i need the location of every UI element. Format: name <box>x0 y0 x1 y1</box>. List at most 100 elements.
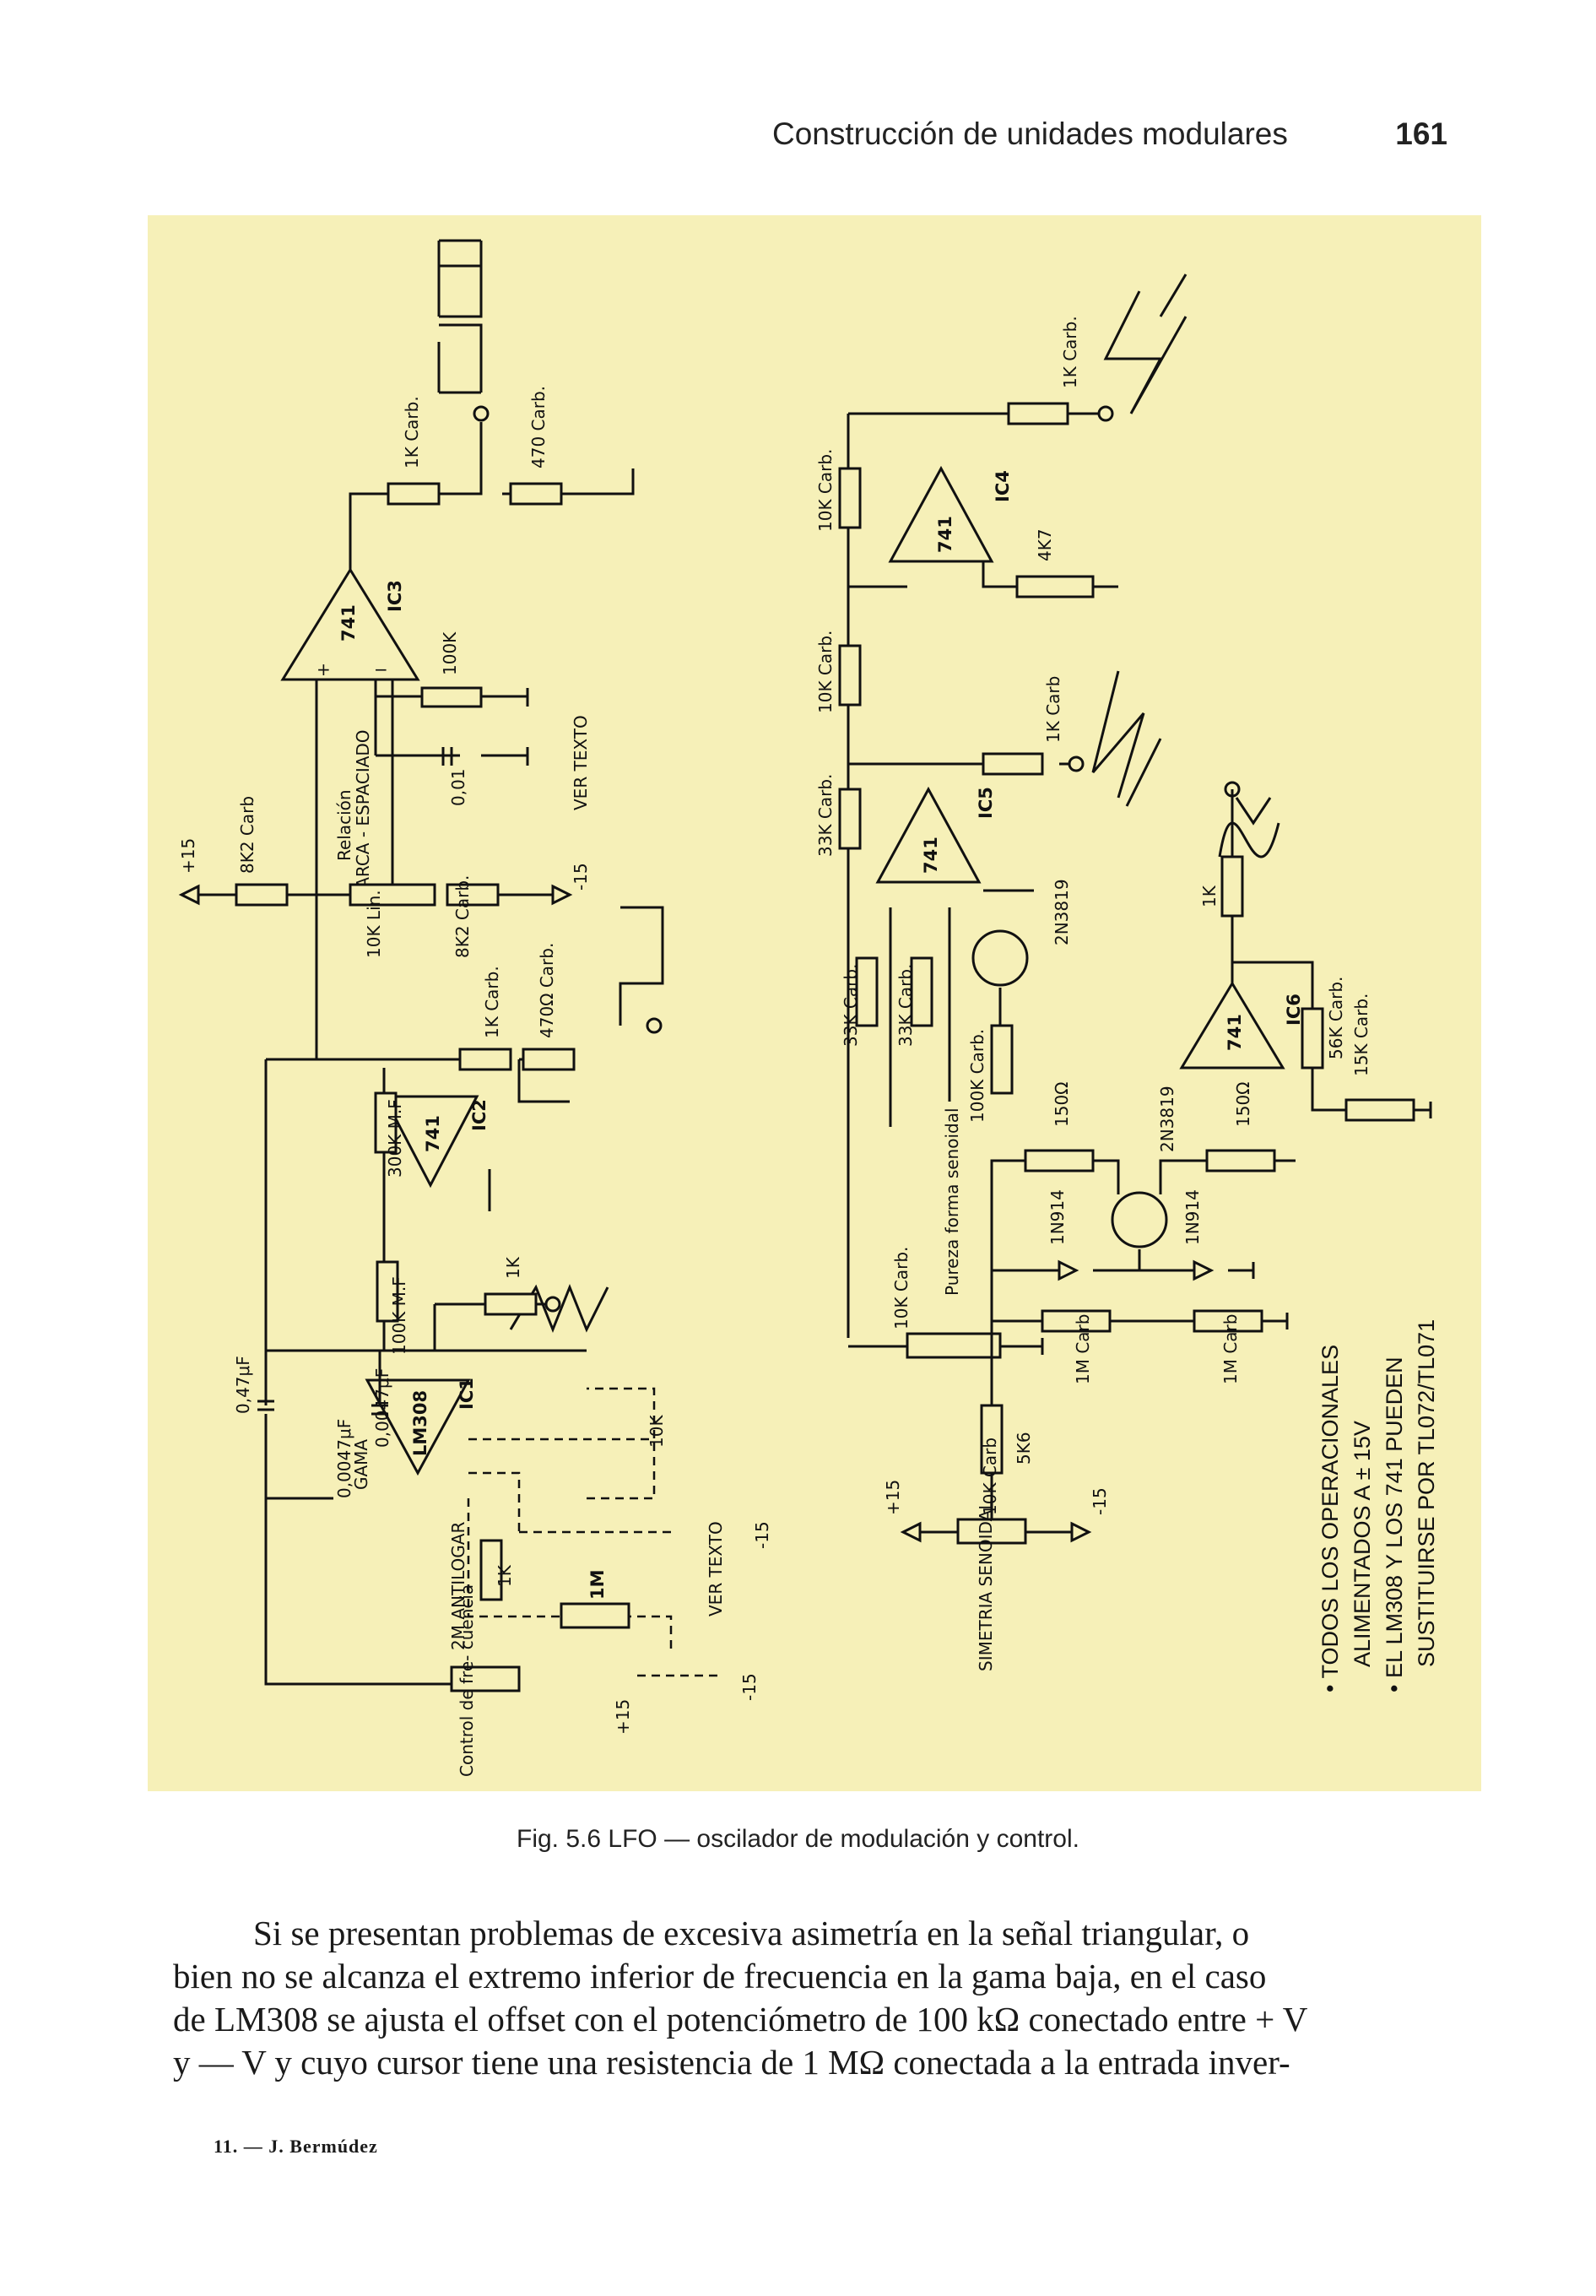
svg-text:VER TEXTO: VER TEXTO <box>706 1521 726 1616</box>
svg-text:470Ω Carb.: 470Ω Carb. <box>537 943 557 1038</box>
svg-text:150Ω: 150Ω <box>1233 1082 1253 1127</box>
svg-text:-15: -15 <box>1090 1487 1110 1515</box>
r-100k-carb <box>990 1024 1014 1095</box>
svg-text:100K M.F: 100K M.F <box>389 1276 409 1355</box>
svg-text:741: 741 <box>921 837 941 874</box>
svg-text:2N3819: 2N3819 <box>1052 879 1072 945</box>
svg-text:SIMETRIA SENOIDAL: SIMETRIA SENOIDAL <box>976 1500 996 1671</box>
r-10k-ic4 <box>838 467 862 529</box>
square-output-terminal <box>473 405 490 422</box>
svg-text:10K Carb: 10K Carb <box>980 1438 1000 1515</box>
svg-text:15K Carb.: 15K Carb. <box>1351 994 1371 1076</box>
body-line: bien no se alcanza el extremo inferior d… <box>173 1957 1267 1995</box>
pot-2m-antilog <box>450 1665 521 1692</box>
svg-text:300K M.F: 300K M.F <box>385 1099 405 1178</box>
svg-text:+15: +15 <box>178 838 198 874</box>
opamp-ic2: 741 IC2 <box>381 1095 490 1189</box>
r-300k <box>374 1091 398 1154</box>
opamp-ic4: 741 IC4 <box>888 465 1013 563</box>
note-line-3: • EL LM308 Y LOS 741 PUEDEN <box>1382 1356 1407 1692</box>
svg-text:741: 741 <box>935 516 955 553</box>
note-line-2: ALIMENTADOS A ± 15V <box>1350 1421 1375 1667</box>
opamp-ic3: 741 IC3 + − <box>280 567 420 681</box>
svg-text:10K Carb.: 10K Carb. <box>891 1247 912 1329</box>
svg-text:IC6: IC6 <box>1284 994 1304 1026</box>
r-100k <box>420 686 483 708</box>
svg-text:10K: 10K <box>647 1415 667 1448</box>
r-1k-ic5out <box>982 752 1044 776</box>
svg-text:33K Carb.: 33K Carb. <box>841 964 861 1047</box>
svg-text:1K Carb.: 1K Carb. <box>402 396 422 468</box>
svg-text:IC2: IC2 <box>469 1099 490 1131</box>
svg-text:Relación: Relación <box>334 789 354 861</box>
r-1k-ic2 <box>458 1048 512 1071</box>
svg-text:10K Carb.: 10K Carb. <box>815 631 836 713</box>
r-4k7 <box>1015 575 1095 598</box>
r-10k-ic5 <box>838 644 862 707</box>
svg-text:−: − <box>374 659 388 680</box>
svg-text:1K: 1K <box>1199 885 1220 907</box>
r-56k <box>1301 1007 1324 1069</box>
svg-text:0,0047μF: 0,0047μF <box>372 1368 392 1448</box>
svg-text:1K: 1K <box>503 1256 523 1279</box>
svg-text:33K Carb.: 33K Carb. <box>895 964 916 1047</box>
svg-text:LM308: LM308 <box>410 1390 430 1456</box>
svg-text:-15: -15 <box>752 1521 772 1549</box>
r-15k <box>1344 1098 1415 1122</box>
svg-text:VER TEXTO: VER TEXTO <box>571 715 591 810</box>
r-1m <box>560 1602 630 1629</box>
r-1m-b <box>1193 1309 1263 1333</box>
svg-text:+: + <box>316 659 331 680</box>
svg-text:33K Carb.: 33K Carb. <box>815 774 836 857</box>
page-header: Construcción de unidades modulares 161 <box>772 116 1447 167</box>
svg-text:0,01: 0,01 <box>448 768 468 806</box>
opamp-ic5: 741 IC5 <box>875 786 996 884</box>
svg-text:GAMA: GAMA <box>351 1439 371 1490</box>
svg-text:4K7: 4K7 <box>1035 528 1055 561</box>
svg-text:1M: 1M <box>587 1569 608 1600</box>
svg-text:1K Carb.: 1K Carb. <box>482 966 502 1038</box>
note-line-4: SUSTITUIRSE POR TL072/TL071 <box>1414 1319 1439 1667</box>
svg-text:1M Carb: 1M Carb <box>1073 1314 1093 1384</box>
r-1k-ic4out <box>1007 402 1069 425</box>
svg-text:1K: 1K <box>495 1564 515 1587</box>
note-line-1: • TODOS LOS OPERACIONALES <box>1317 1345 1343 1692</box>
opamp-ic1: LM308 IC1 <box>365 1378 477 1476</box>
svg-text:+15: +15 <box>883 1480 903 1515</box>
r-8k2-a <box>235 883 289 907</box>
svg-text:8K2 Carb.: 8K2 Carb. <box>452 875 473 958</box>
circuit-schematic: 741 IC3 +− 1K Carb. 470 Carb. 100K 0,01 … <box>178 239 1439 1777</box>
svg-text:470 Carb.: 470 Carb. <box>528 386 549 468</box>
r-470o <box>522 1048 576 1071</box>
svg-text:IC5: IC5 <box>976 787 996 819</box>
r-100k-mf <box>376 1260 399 1323</box>
svg-text:1M Carb: 1M Carb <box>1220 1314 1241 1384</box>
pot-10k-pureza <box>906 1332 1002 1359</box>
r-8k2-b <box>446 883 500 907</box>
svg-text:741: 741 <box>338 604 359 642</box>
svg-text:10K Lin.: 10K Lin. <box>364 890 384 958</box>
svg-text:741: 741 <box>1225 1014 1245 1051</box>
svg-text:1N914: 1N914 <box>1047 1189 1068 1245</box>
r-1k-ic3 <box>387 482 441 506</box>
svg-text:0,0047μF: 0,0047μF <box>334 1419 354 1498</box>
svg-text:IC4: IC4 <box>993 470 1013 502</box>
body-paragraph: Si se presentan problemas de excesiva as… <box>173 1912 1443 2084</box>
svg-text:100K Carb.: 100K Carb. <box>967 1029 987 1123</box>
body-line: de LM308 se ajusta el offset con el pote… <box>173 2000 1308 2039</box>
svg-text:IC3: IC3 <box>385 580 405 612</box>
svg-text:1K Carb: 1K Carb <box>1043 676 1063 743</box>
svg-text:-15: -15 <box>571 863 591 891</box>
r-5k6 <box>980 1404 1004 1475</box>
running-title: Construcción de unidades modulares <box>772 116 1288 151</box>
circuit-figure: 741 IC3 +− 1K Carb. 470 Carb. 100K 0,01 … <box>148 215 1481 1791</box>
page-number: 161 <box>1395 116 1447 151</box>
r-33k-b <box>855 956 879 1027</box>
r-1k-ic1 <box>484 1292 538 1316</box>
svg-text:8K2 Carb: 8K2 Carb <box>237 796 257 874</box>
r-470 <box>509 482 563 506</box>
svg-text:2N3819: 2N3819 <box>1157 1086 1177 1152</box>
svg-text:Control de fre- cuencia: Control de fre- cuencia <box>457 1584 477 1777</box>
svg-text:Pureza forma senoidal: Pureza forma senoidal <box>942 1107 962 1296</box>
svg-text:MARCA - ESPACIADO: MARCA - ESPACIADO <box>353 729 373 903</box>
